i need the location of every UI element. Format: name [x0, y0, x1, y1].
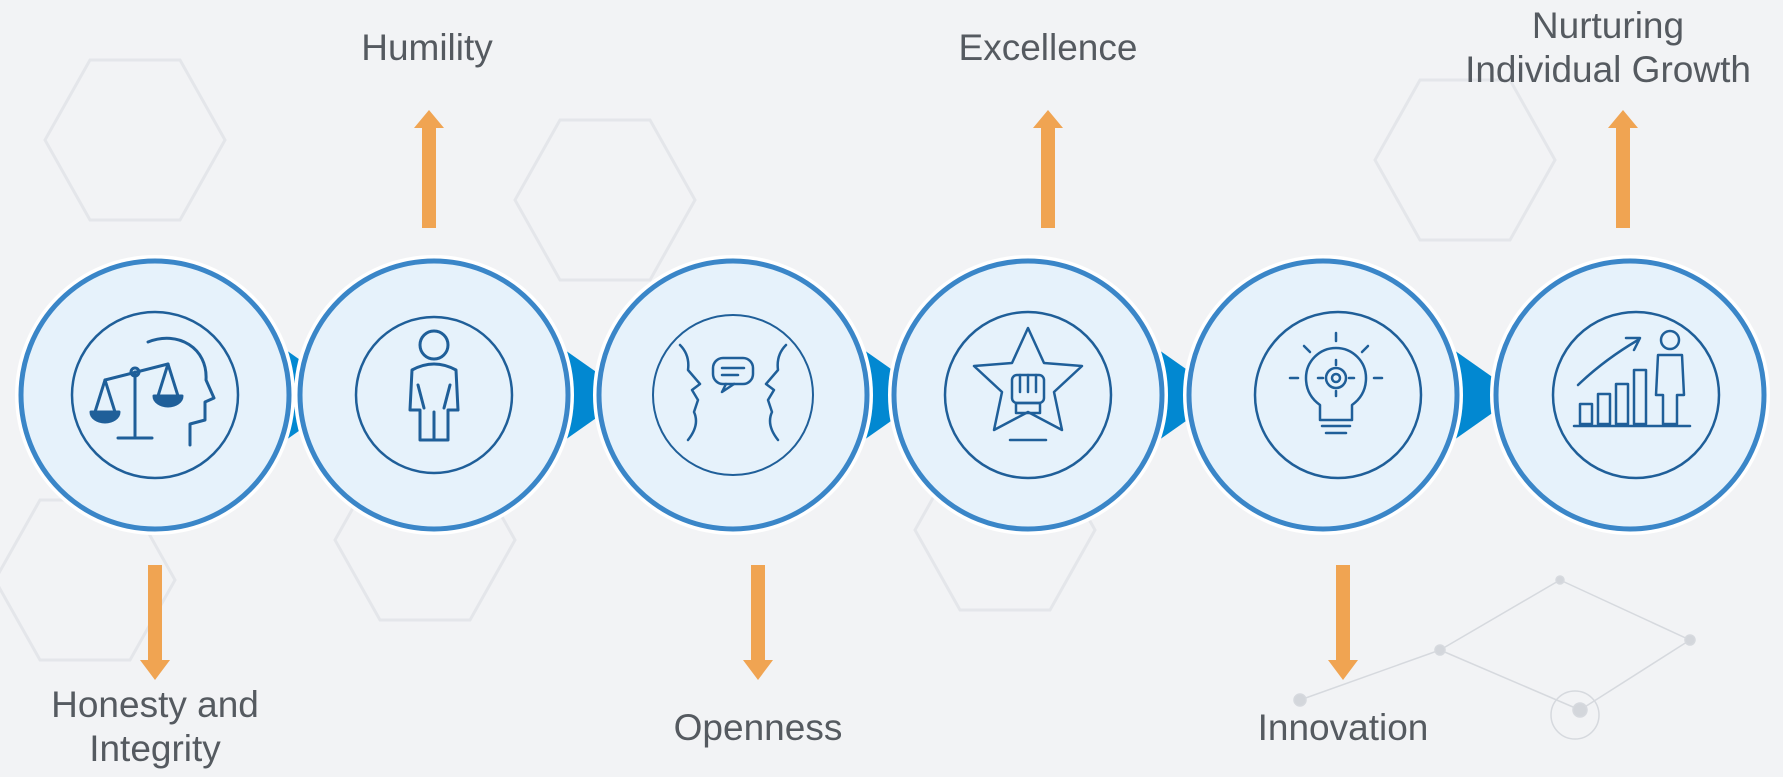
step-nurturing-growth [1490, 255, 1770, 535]
label-excellence: Excellence [958, 27, 1138, 68]
value-circle [297, 258, 571, 532]
value-circle [1493, 258, 1767, 532]
label-openness: Openness [673, 707, 843, 748]
bowing-person-icon [408, 329, 460, 442]
scales-head-icon [89, 336, 216, 447]
value-circle [596, 258, 870, 532]
down-arrow-5 [1328, 565, 1358, 680]
step-openness [593, 255, 928, 535]
label-innovation: Innovation [1257, 707, 1429, 748]
step-innovation [1183, 255, 1518, 535]
label-nurturing-growth: Nurturing Individual Growth [1465, 5, 1751, 90]
value-circle [1186, 258, 1460, 532]
label-humility: Humility [361, 27, 493, 68]
dialogue-faces-icon [678, 343, 788, 442]
star-fist-icon [972, 326, 1084, 442]
up-arrow-2 [414, 110, 444, 228]
label-honesty-integrity: Honesty and Integrity [51, 684, 259, 769]
step-honesty-integrity [15, 255, 350, 535]
up-arrow-6 [1608, 110, 1638, 228]
growth-chart-person-icon [1572, 329, 1692, 428]
down-arrow-3 [743, 565, 773, 680]
down-arrow-1 [140, 565, 170, 680]
value-circle [891, 258, 1165, 532]
step-humility [294, 255, 629, 535]
lightbulb-gear-icon [1288, 331, 1384, 435]
step-excellence [888, 255, 1223, 535]
up-arrow-4 [1033, 110, 1063, 228]
